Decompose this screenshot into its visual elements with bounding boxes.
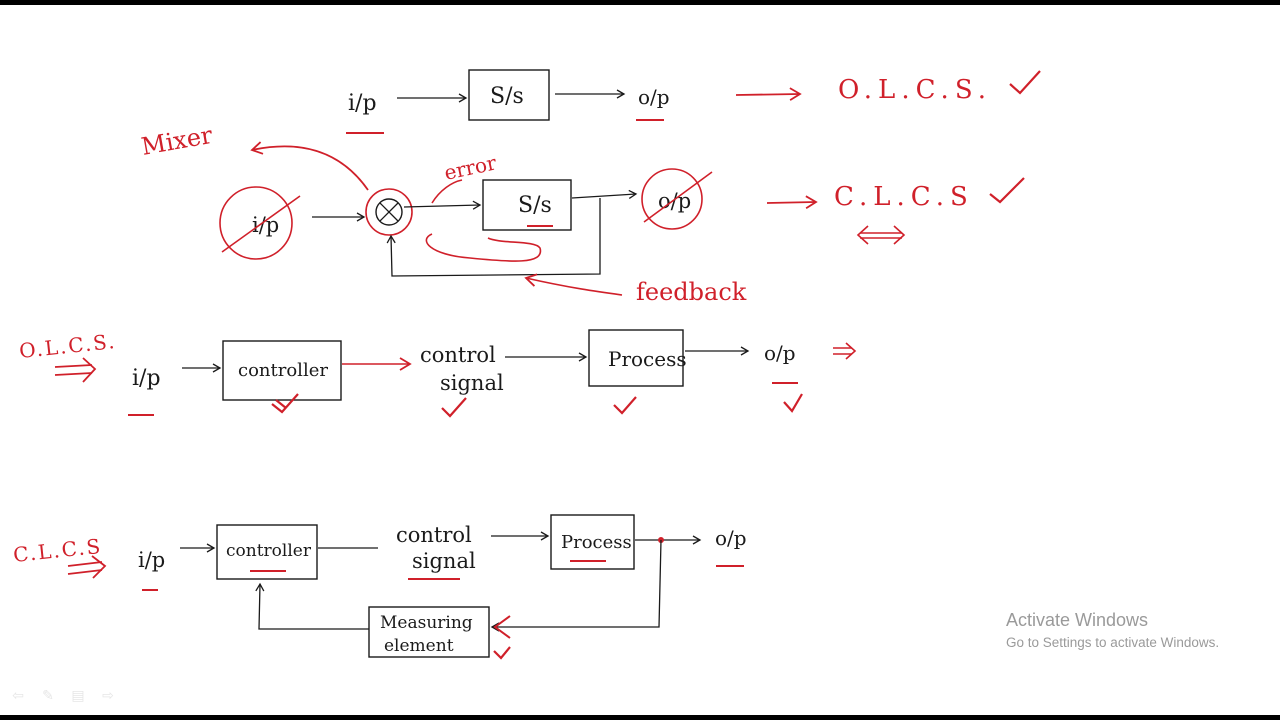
summing-junction bbox=[375, 198, 403, 226]
mid-arrow-out bbox=[571, 189, 638, 199]
clcs-measuring-check bbox=[493, 646, 511, 660]
summing-cross-b bbox=[379, 202, 399, 222]
clcs-red-arrowhead bbox=[493, 615, 511, 639]
mid-input-strike bbox=[221, 195, 301, 253]
mid-feedback-path bbox=[386, 198, 601, 277]
feedback-label: feedback bbox=[636, 278, 747, 306]
row-olcs-controller: O.L.C.S. i/p controller control signal P… bbox=[18, 329, 857, 418]
row-clcs-controller: C.L.C.S i/p controller control signal Pr… bbox=[12, 514, 747, 660]
mid-input-label: i/p bbox=[252, 213, 279, 237]
olcs-process-check bbox=[613, 396, 637, 415]
top-system-block bbox=[468, 69, 550, 121]
activate-windows-watermark: Activate Windows Go to Settings to activ… bbox=[1006, 610, 1219, 650]
olcs-control-text-2: signal bbox=[440, 371, 504, 395]
olcs-output-label: o/p bbox=[764, 341, 796, 365]
clcs-process-label: Process bbox=[561, 532, 632, 553]
error-brace bbox=[431, 179, 463, 204]
feedback-pointer-arrow bbox=[524, 273, 623, 296]
clcs-measuring-text-2: element bbox=[384, 636, 454, 656]
clcs-process-block bbox=[550, 514, 635, 570]
clcs-feedback-to-measure bbox=[490, 539, 662, 632]
mid-arrow-error bbox=[403, 200, 482, 210]
clcs-output-label: o/p bbox=[715, 526, 747, 550]
clcs-implies-arrow-icon bbox=[67, 555, 107, 579]
top-check-mark bbox=[1009, 70, 1041, 95]
implies-arrow-icon bbox=[54, 357, 97, 383]
mid-red-arrow bbox=[766, 195, 818, 209]
mid-clcs-label: C.L.C.S bbox=[834, 182, 974, 212]
mid-system-label: S/s bbox=[518, 193, 552, 218]
pen-icon[interactable]: ✎ bbox=[42, 688, 54, 704]
clcs-control-text-1: control bbox=[396, 523, 472, 547]
olcs-output-check bbox=[783, 393, 803, 413]
clcs-input-label: i/p bbox=[138, 548, 165, 572]
olcs-process-block bbox=[588, 329, 684, 387]
olcs-controller-block bbox=[222, 340, 342, 401]
clcs-controller-label: controller bbox=[226, 541, 312, 561]
back-arrow-icon[interactable]: ⇦ bbox=[12, 688, 24, 704]
olcs-title: O.L.C.S. bbox=[18, 329, 117, 363]
mid-system-block bbox=[482, 179, 572, 231]
clcs-title: C.L.C.S bbox=[12, 534, 103, 567]
clcs-controller-block bbox=[216, 524, 318, 580]
olcs-control-text-1: control bbox=[420, 343, 496, 367]
slides-icon[interactable]: ▤ bbox=[71, 688, 85, 704]
top-system-label: S/s bbox=[490, 84, 524, 109]
clcs-measuring-block bbox=[368, 606, 490, 658]
olcs-input-label: i/p bbox=[132, 366, 161, 391]
player-toolbar: ⇦ ✎ ▤ ⇨ bbox=[8, 688, 118, 704]
top-olcs-label: O.L.C.S. bbox=[838, 75, 992, 105]
feedback-scribble bbox=[425, 233, 542, 262]
mixer-label: Mixer bbox=[139, 121, 215, 161]
mid-output-label: o/p bbox=[658, 189, 691, 213]
forward-arrow-icon[interactable]: ⇨ bbox=[102, 688, 114, 704]
mid-input-circle bbox=[219, 186, 293, 260]
mixer-pointer-arrow bbox=[250, 141, 369, 191]
mid-check-mark bbox=[989, 177, 1025, 204]
watermark-title: Activate Windows bbox=[1006, 610, 1149, 630]
clcs-measuring-text-1: Measuring bbox=[380, 613, 473, 633]
mid-output-strike bbox=[643, 171, 713, 223]
olcs-controller-check bbox=[271, 393, 299, 414]
clcs-control-text-2: signal bbox=[412, 549, 476, 573]
watermark-subtitle: Go to Settings to activate Windows. bbox=[1006, 635, 1220, 650]
top-output-label: o/p bbox=[638, 85, 670, 109]
top-letterbox-bar bbox=[0, 0, 1280, 5]
double-arrow-icon bbox=[856, 225, 906, 245]
top-red-arrow bbox=[735, 87, 802, 101]
top-input-label: i/p bbox=[348, 91, 377, 116]
clcs-feedback-to-controller bbox=[255, 582, 369, 630]
bottom-letterbox-bar bbox=[0, 715, 1280, 720]
row-mixer-clcs: Mixer i/p error S/s o/p feedback C.L.C.S bbox=[139, 121, 1025, 306]
olcs-signal-check bbox=[441, 397, 467, 418]
olcs-controller-label: controller bbox=[238, 360, 328, 381]
row-simple-olcs: i/p S/s o/p O.L.C.S. bbox=[346, 69, 1041, 134]
mid-output-circle bbox=[641, 168, 703, 230]
olcs-implies-icon bbox=[833, 342, 857, 360]
olcs-process-label: Process bbox=[608, 347, 687, 371]
